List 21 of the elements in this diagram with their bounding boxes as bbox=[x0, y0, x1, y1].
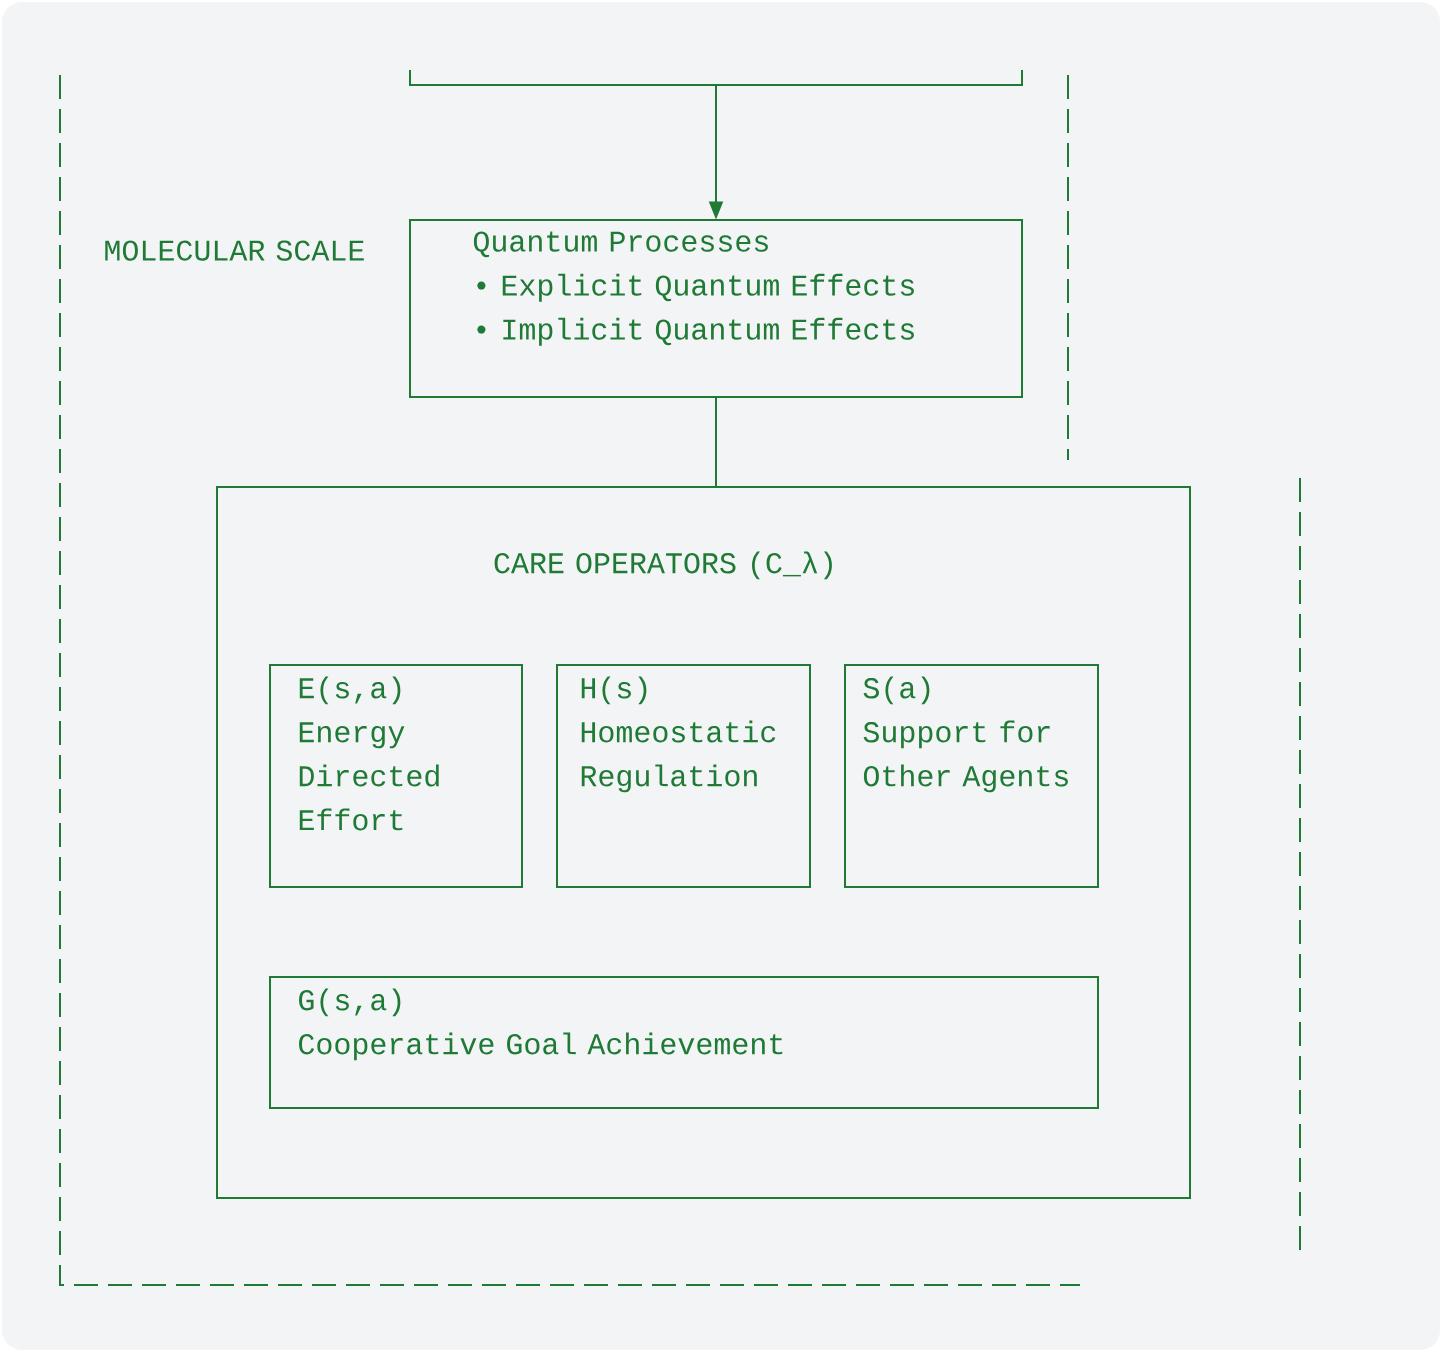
box-fragment bbox=[409, 69, 1023, 86]
box-text: Homeostatic Regulation bbox=[581, 720, 776, 793]
box-heading: Quantum Processes bbox=[473, 231, 768, 258]
box-heading: E(s,a) bbox=[299, 676, 401, 705]
box-heading: CARE OPERATORS (C_λ) bbox=[494, 551, 832, 580]
bullet-item: • Implicit Quantum Effects bbox=[477, 317, 914, 346]
bullet-item: • Explicit Quantum Effects bbox=[477, 273, 914, 302]
group-box bbox=[216, 486, 1191, 1199]
box-text: Support for Other Agents bbox=[863, 720, 1068, 793]
process-box bbox=[409, 219, 1023, 398]
scale-region bbox=[59, 74, 1301, 1286]
operator-box bbox=[844, 664, 1099, 888]
scale-label: MOLECULAR SCALE bbox=[105, 240, 364, 261]
box-heading: H(s) bbox=[581, 676, 647, 705]
box-heading: G(s,a) bbox=[299, 988, 401, 1017]
operator-box bbox=[269, 976, 1099, 1109]
box-heading: S(a) bbox=[863, 676, 930, 705]
box-text: Cooperative Goal Achievement bbox=[299, 1032, 783, 1061]
operator-box bbox=[269, 664, 523, 888]
operator-box bbox=[556, 664, 811, 888]
box-text: Energy Directed Effort bbox=[299, 722, 439, 831]
